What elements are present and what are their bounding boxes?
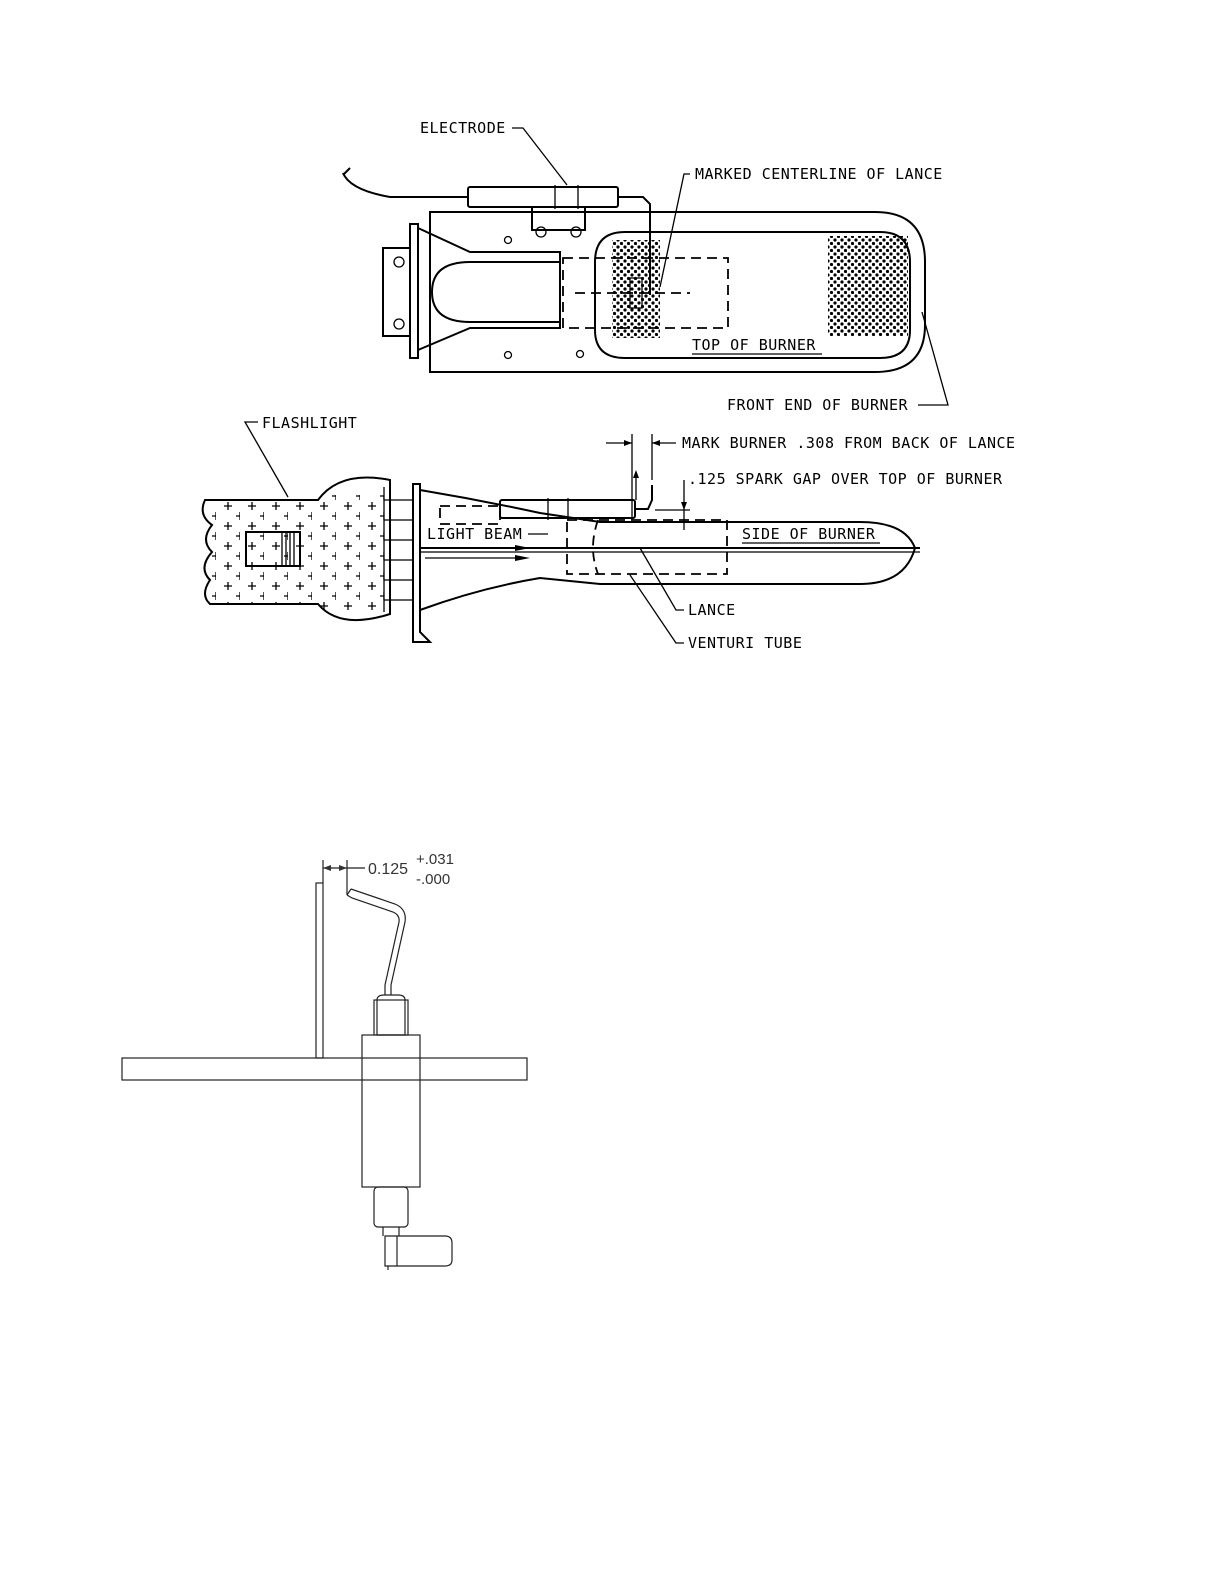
- dim-arrow: [339, 865, 347, 871]
- bracket-screw: [571, 227, 581, 237]
- ceramic-body: [374, 1000, 408, 1035]
- side-of-burner-label: SIDE OF BURNER: [742, 525, 876, 543]
- front-end-leader: [918, 312, 948, 405]
- lance-label: LANCE: [688, 601, 736, 619]
- mounting-bracket-top: [383, 248, 410, 336]
- front-end-label: FRONT END OF BURNER: [727, 396, 909, 414]
- mark-burner-label: MARK BURNER .308 FROM BACK OF LANCE: [682, 434, 1016, 452]
- ceramic-upper: [377, 995, 405, 1035]
- electrode-leader: [512, 128, 567, 185]
- burner-wall: [316, 883, 323, 1058]
- spark-gap-label: .125 SPARK GAP OVER TOP OF BURNER: [688, 470, 1003, 488]
- side-view: MARK BURNER .308 FROM BACK OF LANCE .125…: [203, 414, 1016, 652]
- burner-plate: [122, 1058, 527, 1080]
- centerline-leader: [660, 174, 690, 287]
- venturi-tube-top: [432, 262, 560, 322]
- electrode-tip-side: [635, 485, 652, 509]
- perforations-left: [612, 240, 660, 338]
- gap-tolerance-minus: -.000: [416, 871, 450, 888]
- dim-arrow: [323, 865, 331, 871]
- bracket-screw: [536, 227, 546, 237]
- mounting-flange-top: [410, 224, 418, 358]
- flashlight-label: FLASHLIGHT: [262, 414, 357, 432]
- venturi-cone-top: [418, 228, 560, 350]
- flashlight-texture: [212, 495, 412, 610]
- electrode-wire-top: [343, 173, 468, 197]
- gap-detail: 0.125 +.031 -.000: [122, 851, 527, 1270]
- electrode-label: ELECTRODE: [420, 119, 506, 137]
- dim-arrow: [681, 502, 687, 510]
- electrode-hidden-side: [440, 506, 500, 524]
- mount-hole: [394, 319, 404, 329]
- dim-arrow: [633, 470, 639, 478]
- top-of-burner-label: TOP OF BURNER: [692, 336, 816, 354]
- venturi-tube-side: [420, 490, 915, 610]
- flashlight-lens: [384, 487, 413, 612]
- light-beam-label: LIGHT BEAM: [427, 525, 522, 543]
- centerline-label: MARKED CENTERLINE OF LANCE: [695, 165, 943, 183]
- top-view: ELECTRODE MARKED CENTERLINE OF LANCE TOP…: [343, 119, 948, 414]
- venturi-tube-label: VENTURI TUBE: [688, 634, 802, 652]
- gap-nominal: 0.125: [368, 861, 408, 878]
- beam-arrow: [515, 545, 530, 551]
- dim-arrow: [652, 440, 660, 446]
- electrode-wire-outer: [347, 895, 399, 995]
- lance-leader: [640, 548, 684, 610]
- body-hole: [505, 237, 512, 244]
- mounting-flange-side: [413, 484, 430, 642]
- ceramic-lower: [374, 1187, 408, 1227]
- terminal-boot: [385, 1236, 452, 1266]
- body-hole: [505, 352, 512, 359]
- perforations-right: [828, 236, 908, 336]
- electrode-wire-inner: [351, 889, 405, 995]
- dim-arrow: [624, 440, 632, 446]
- wire-end: [343, 168, 350, 175]
- body-hole: [577, 351, 584, 358]
- gap-tolerance-plus: +.031: [416, 851, 454, 868]
- mount-hole: [394, 257, 404, 267]
- flashlight-leader: [245, 422, 288, 497]
- electrode-ceramic-top: [468, 187, 618, 207]
